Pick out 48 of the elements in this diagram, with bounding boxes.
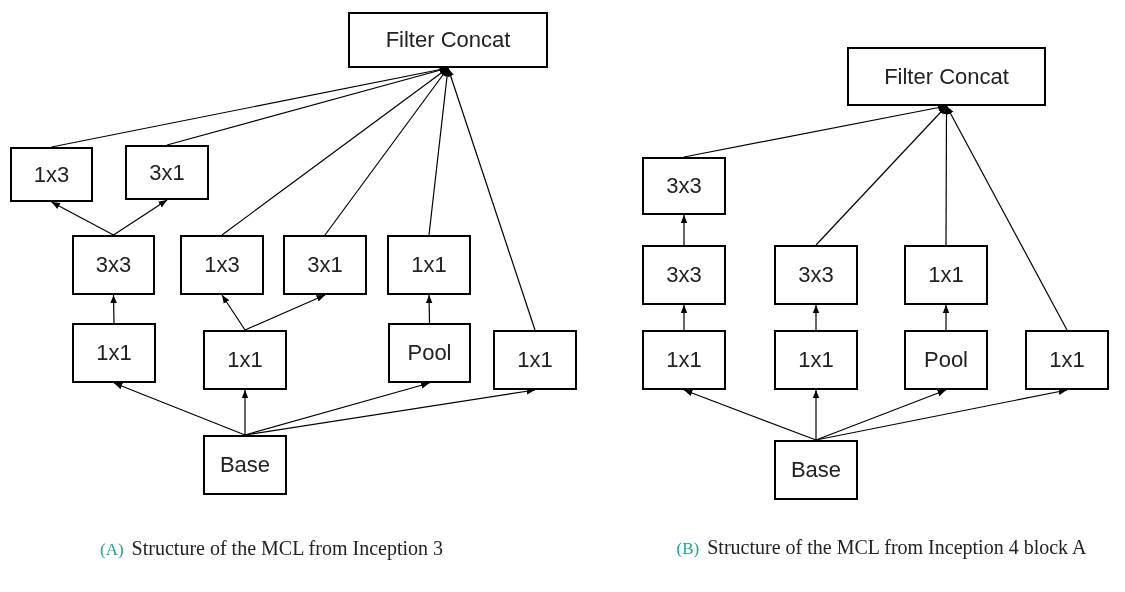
layer-box: 1x1 [904,245,988,305]
layer-box: Pool [388,323,471,383]
layer-box: 1x1 [72,323,156,383]
arrow [113,382,246,436]
arrow [815,389,947,441]
caption-text: Structure of the MCL from Inception 4 block A [707,536,1087,558]
layer-box: 1x1 [387,235,471,295]
arrow [680,304,688,331]
arrow [425,294,433,324]
layer-box: Base [774,440,858,500]
layer-box: 1x1 [774,330,858,390]
layer-box: 3x1 [283,235,367,295]
arrow [221,294,246,331]
layer-box: 3x1 [125,145,209,200]
layer-box: 3x3 [642,157,726,215]
arrow [680,214,688,246]
arrow [683,389,817,441]
layer-box: Filter Concat [847,47,1046,106]
arrow [943,105,950,246]
layer-box: 3x3 [72,235,155,295]
arrow [244,294,326,331]
arrow [942,304,950,331]
arrow [428,67,451,236]
layer-box: 1x1 [203,330,287,390]
layer-box: 3x3 [642,245,726,305]
arrow [945,105,1068,331]
arrow [812,304,820,331]
layer-box: 1x1 [1025,330,1109,390]
layer-box: 3x3 [774,245,858,305]
arrow [812,389,820,441]
arrow [447,67,536,331]
arrow [241,389,249,436]
panel-letter: (B) [676,539,700,558]
layer-box: Filter Concat [348,12,548,68]
arrow [815,388,1068,441]
layer-box: 1x3 [10,147,93,202]
layer-box: 1x1 [642,330,726,390]
arrow [112,199,168,236]
arrow [324,67,449,236]
arrow [110,294,117,324]
panel-letter: (A) [100,539,124,561]
arrow [815,105,948,246]
layer-box: 1x3 [180,235,264,295]
arrow [50,201,115,236]
layer-box: 1x1 [493,330,577,390]
layer-box: Base [203,435,287,495]
layer-box: Pool [904,330,988,390]
caption-text: Structure of the MCL from Inception 3 [131,536,443,562]
